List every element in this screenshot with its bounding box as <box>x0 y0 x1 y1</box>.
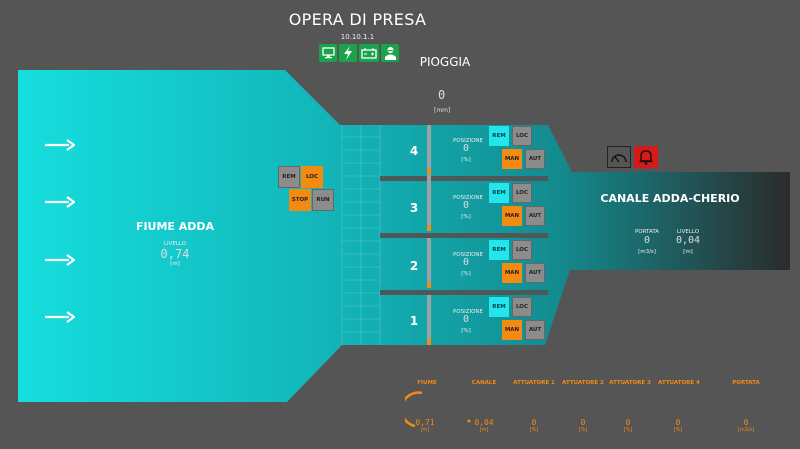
gate-position-unit: [%] <box>461 157 471 163</box>
bottom-attuatore4-value: 0 <box>675 418 681 427</box>
gate-position-value: 0 <box>462 314 470 325</box>
bottom-attuatore2-value: 0 <box>580 418 586 427</box>
operator-icon[interactable] <box>381 44 399 62</box>
gate-position-unit: [%] <box>461 214 471 220</box>
gate-position-unit: [%] <box>461 271 471 277</box>
flow-arrow-icon <box>45 139 75 151</box>
bottom-fiume-unit: [m] <box>420 427 430 433</box>
gate-bars <box>427 125 431 345</box>
gate-man-button[interactable]: MAN <box>502 320 522 340</box>
gate-loc-button[interactable]: LOC <box>512 183 532 203</box>
rain-unit: [mm] <box>434 107 451 114</box>
gate-position-unit: [%] <box>461 328 471 334</box>
gate-aut-button[interactable]: AUT <box>525 320 545 340</box>
bottom-fiume-value: 0,71 <box>415 418 435 427</box>
gate-man-button[interactable]: MAN <box>502 263 522 283</box>
bottom-canale-unit: [m] <box>479 427 489 433</box>
gate-position-label: POSIZIONE <box>452 309 484 315</box>
station-stop-button[interactable]: STOP <box>289 189 311 211</box>
gate-aut-button[interactable]: AUT <box>525 263 545 283</box>
gate-rem-button[interactable]: REM <box>489 126 509 146</box>
gate-position-label: POSIZIONE <box>452 195 484 201</box>
bottom-canale-value: 0,04 <box>474 418 494 427</box>
station-run-button[interactable]: RUN <box>312 189 334 211</box>
gate-man-button[interactable]: MAN <box>502 206 522 226</box>
gate-number: 3 <box>409 201 419 215</box>
bottom-attuatore1-label: ATTUATORE 1 <box>513 380 555 386</box>
gate-rem-button[interactable]: REM <box>489 297 509 317</box>
gate-loc-button[interactable]: LOC <box>512 240 532 260</box>
page-title: OPERA DI PRESA <box>288 10 427 29</box>
bottom-attuatore3-label: ATTUATORE 3 <box>609 380 651 386</box>
river-level-value: 0,74 <box>160 247 190 261</box>
canal-level-value: 0,04 <box>675 235 701 246</box>
gate-position-label: POSIZIONE <box>452 138 484 144</box>
flow-arrow-icon <box>45 254 75 266</box>
gate-position-value: 0 <box>462 257 470 268</box>
bottom-attuatore3-value: 0 <box>625 418 631 427</box>
station-loc-button[interactable]: LOC <box>301 166 323 188</box>
bottom-attuatore4-unit: [%] <box>673 427 683 433</box>
river-name: FIUME ADDA <box>135 220 215 233</box>
river-level-label: LIVELLO <box>163 241 187 247</box>
ip-address: 10.10.1.1 <box>340 33 375 41</box>
canal-level-unit: [m] <box>683 249 693 255</box>
gate-number: 2 <box>409 259 419 273</box>
bottom-portata-label: PORTATA <box>732 380 760 386</box>
gate-position-value: 0 <box>462 143 470 154</box>
flow-arrow-icon <box>45 311 75 323</box>
bottom-fiume-label: FIUME <box>417 380 437 386</box>
canal-name: CANALE ADDA-CHERIO <box>600 192 740 205</box>
gate-number: 4 <box>409 144 419 158</box>
intake-grid <box>341 125 381 345</box>
bottom-attuatore2-unit: [%] <box>578 427 588 433</box>
rain-value: 0 <box>438 88 446 102</box>
bottom-attuatore1-unit: [%] <box>529 427 539 433</box>
bottom-attuatore2-label: ATTUATORE 2 <box>562 380 604 386</box>
gate-aut-button[interactable]: AUT <box>525 149 545 169</box>
bottom-portata-unit: [m3/s] <box>737 427 755 433</box>
canal-flow-unit: [m3/s] <box>638 249 656 255</box>
canal-level-label: LIVELLO <box>676 229 700 235</box>
bottom-attuatore4-label: ATTUATORE 4 <box>658 380 700 386</box>
gauge-icon[interactable] <box>607 146 631 168</box>
gate-number: 1 <box>409 314 419 328</box>
gate-loc-button[interactable]: LOC <box>512 297 532 317</box>
battery-icon[interactable] <box>359 44 379 62</box>
alarm-bell-icon[interactable] <box>634 146 658 168</box>
gate-loc-button[interactable]: LOC <box>512 126 532 146</box>
bottom-attuatore3-unit: [%] <box>623 427 633 433</box>
lightning-icon[interactable] <box>339 44 357 62</box>
canal-flow-value: 0 <box>643 235 651 246</box>
bottom-canale-label: CANALE <box>471 380 497 386</box>
monitor-icon[interactable] <box>319 44 337 62</box>
gate-position-value: 0 <box>462 200 470 211</box>
station-rem-button[interactable]: REM <box>278 166 300 188</box>
canal-gauge-marker <box>467 419 471 423</box>
river-gauge-arc <box>405 391 423 428</box>
gate-position-label: POSIZIONE <box>452 252 484 258</box>
gate-man-button[interactable]: MAN <box>502 149 522 169</box>
channel-dividers <box>380 176 548 295</box>
gate-rem-button[interactable]: REM <box>489 183 509 203</box>
gate-rem-button[interactable]: REM <box>489 240 509 260</box>
bottom-portata-value: 0 <box>743 418 749 427</box>
river-level-unit: [m] <box>170 261 180 267</box>
canal-flow-label: PORTATA <box>634 229 660 235</box>
flow-arrow-icon <box>45 196 75 208</box>
rain-title: PIOGGIA <box>419 55 471 69</box>
gate-aut-button[interactable]: AUT <box>525 206 545 226</box>
bottom-attuatore1-value: 0 <box>531 418 537 427</box>
